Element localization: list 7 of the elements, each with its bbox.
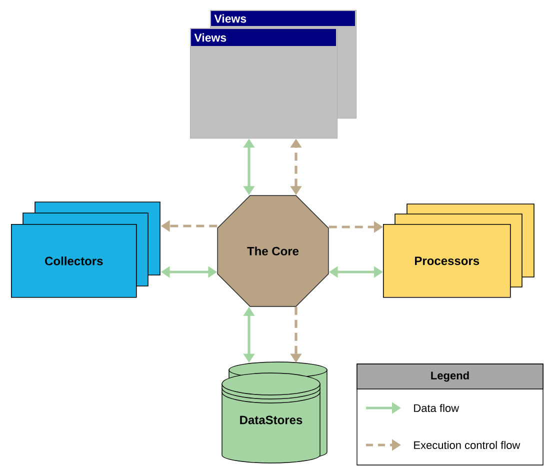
database-cylinder: DataStores [222, 362, 328, 464]
octagon: The Core [217, 195, 329, 307]
window-box: Views [190, 28, 338, 139]
card-stack: Processors [383, 204, 534, 298]
card-stack: Collectors [11, 202, 160, 298]
legend-text: Data flow [414, 404, 460, 412]
legend-text: Execution control flow [414, 440, 520, 450]
